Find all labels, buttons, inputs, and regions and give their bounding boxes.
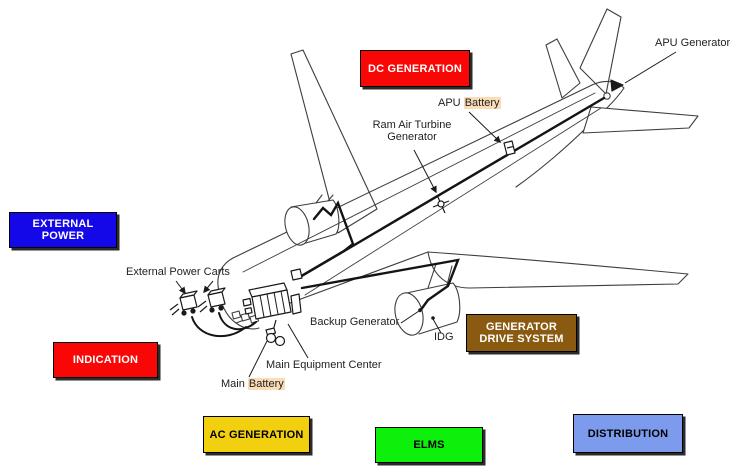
idg-leader xyxy=(432,318,442,334)
cart2-wheel-1 xyxy=(209,307,215,313)
ram-air-turbine-symbol xyxy=(432,194,450,214)
far-engine-inlet xyxy=(284,206,310,246)
cart-cable-2 xyxy=(218,312,257,331)
label-ram-air-turbine-generator: Ram Air Turbine Generator xyxy=(365,119,459,143)
far-engine xyxy=(284,194,340,246)
label-apu-generator: APU Generator xyxy=(655,37,730,49)
fuselage-belt-line-upper xyxy=(242,92,596,273)
cart1-body xyxy=(179,294,198,311)
apu-generator-symbol xyxy=(610,79,624,92)
mec-side-bracket xyxy=(290,293,302,315)
label-main-battery: Main Battery xyxy=(221,378,285,390)
near-engine-pylon xyxy=(427,263,453,289)
system-box-ac-generation: AC GENERATION xyxy=(203,416,310,453)
main-battery-cell-2 xyxy=(274,335,286,347)
label-idg: IDG xyxy=(434,331,454,343)
feeder-connector-symbol xyxy=(290,268,303,281)
label-main-battery-pre: Main xyxy=(221,378,248,390)
main-battery-symbol xyxy=(265,319,286,347)
near-engine xyxy=(394,263,461,336)
label-backup-generator: Backup Generator xyxy=(310,316,399,328)
main-battery-leader xyxy=(248,340,268,378)
far-wing xyxy=(290,49,378,234)
system-box-distribution: DISTRIBUTION xyxy=(573,414,683,453)
label-main-battery-highlight: Battery xyxy=(247,378,285,390)
fuselage-belt-line-lower xyxy=(304,107,602,296)
label-main-equipment-center-text: Main Equipment Center xyxy=(266,359,382,371)
label-idg-text: IDG xyxy=(434,331,454,343)
cart-cable-1 xyxy=(191,316,247,337)
far-horizontal-stabilizer xyxy=(545,38,581,99)
mec-left-connectors xyxy=(242,297,253,315)
component-symbols xyxy=(169,79,624,347)
cart-leader-1 xyxy=(175,280,186,295)
label-external-power-carts-text: External Power Carts xyxy=(126,266,230,278)
apu-battery-symbol xyxy=(503,140,516,156)
power-cables xyxy=(191,96,606,337)
vertical-stabilizer xyxy=(579,8,622,95)
cart1-pins xyxy=(169,303,180,316)
external-power-cart-1-symbol xyxy=(169,290,198,316)
cart2-pins xyxy=(197,300,208,313)
far-engine-cable xyxy=(301,200,355,277)
near-horizontal-stabilizer xyxy=(582,106,699,134)
apu-location-circle xyxy=(603,92,611,100)
label-rat-line2: Generator xyxy=(387,131,437,143)
main-battery-cell-1 xyxy=(265,332,277,344)
label-apu-battery: APU Battery xyxy=(438,97,501,109)
system-box-generator-drive-system: GENERATOR DRIVE SYSTEM xyxy=(466,314,577,352)
label-rat-line1: Ram Air Turbine xyxy=(372,119,452,131)
label-backup-generator-text: Backup Generator xyxy=(310,316,400,328)
mec-leader xyxy=(287,323,309,359)
apu-battery-leader xyxy=(468,111,502,143)
nose xyxy=(217,257,260,330)
mec-ribs xyxy=(259,290,286,318)
near-engine-cable xyxy=(300,258,460,313)
label-apu-generator-text: APU Generator xyxy=(655,37,731,49)
external-power-cart-2-symbol xyxy=(197,287,226,313)
idg-point xyxy=(431,316,435,320)
system-box-indication: INDICATION xyxy=(53,342,158,378)
label-apu-battery-highlight: Battery xyxy=(463,97,501,109)
apu-generator-leader xyxy=(624,51,677,84)
power-receptacles xyxy=(231,310,260,324)
cart-leader-2 xyxy=(203,280,214,294)
leader-lines xyxy=(175,51,677,378)
rat-hub xyxy=(437,200,445,208)
cart2-body xyxy=(207,291,226,308)
label-main-equipment-center: Main Equipment Center xyxy=(266,359,382,371)
cart1-wheel-2 xyxy=(190,308,196,314)
cart1-wheel-1 xyxy=(181,310,187,316)
label-apu-battery-pre: APU xyxy=(438,97,464,109)
main-equipment-center-symbol xyxy=(242,282,302,320)
backup-generator-point xyxy=(418,308,422,312)
near-wing xyxy=(427,251,689,289)
main-battery-cap xyxy=(265,327,277,336)
rat-leader xyxy=(413,149,437,194)
system-box-external-power: EXTERNAL POWER xyxy=(9,212,117,248)
system-box-elms: ELMS xyxy=(375,427,483,463)
far-engine-pylon xyxy=(315,194,334,204)
label-external-power-carts: External Power Carts xyxy=(126,266,230,278)
near-engine-inlet xyxy=(394,292,424,336)
cart2-wheel-2 xyxy=(218,305,224,311)
system-box-dc-generation: DC GENERATION xyxy=(360,50,470,87)
backup-generator-leader xyxy=(400,310,420,324)
mec-front-face xyxy=(251,289,292,320)
